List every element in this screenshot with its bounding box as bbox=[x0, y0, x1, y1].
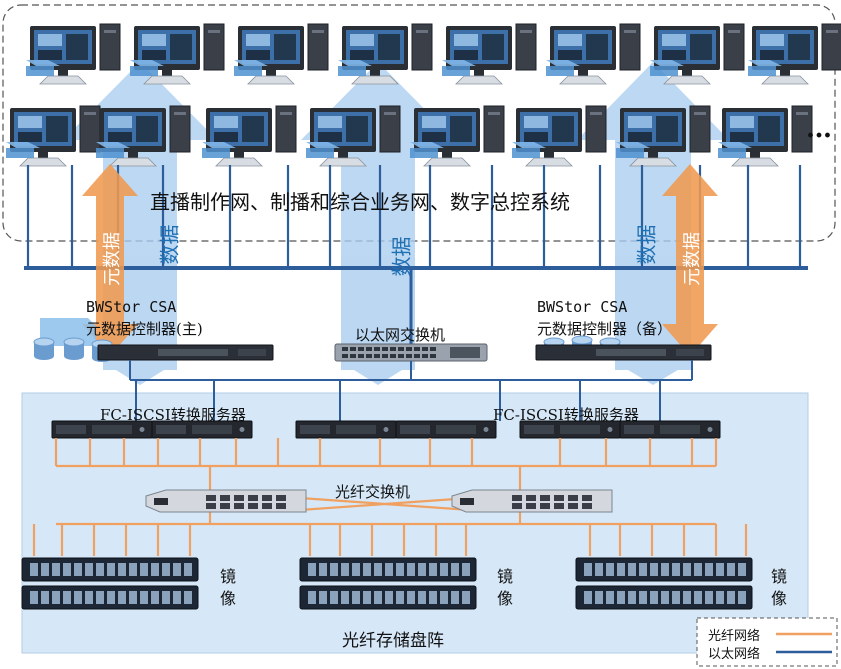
data-arrow-label-1: 数据 bbox=[157, 224, 182, 265]
meta-controller-main-device bbox=[33, 318, 274, 363]
mirror-label-1: 镜像 bbox=[220, 567, 237, 608]
meta-controller-backup-line1: BWStor CSA bbox=[537, 298, 628, 316]
metadata-arrow-right bbox=[662, 164, 718, 356]
data-arrow-down-3 bbox=[620, 365, 686, 385]
fc-server-left-label: FC-ISCSI转换服务器 bbox=[100, 406, 246, 424]
fiber-switch-label: 光纤交换机 bbox=[335, 483, 411, 501]
legend-ethernet-label: 以太网络 bbox=[708, 647, 761, 662]
meta-controller-main-line1: BWStor CSA bbox=[86, 298, 177, 316]
mirror-label-2: 镜像 bbox=[497, 567, 514, 608]
network-title: 直播制作网、制播和综合业务网、数字总控系统 bbox=[150, 190, 570, 214]
meta-controller-main-line2: 元数据控制器(主) bbox=[86, 320, 203, 338]
ethernet-switch-device bbox=[334, 343, 488, 362]
metadata-arrow-label-left: 元数据 bbox=[102, 232, 123, 286]
legend-fiber-label: 光纤网络 bbox=[708, 629, 761, 644]
legend-box bbox=[696, 617, 838, 667]
data-arrow-label-2: 数据 bbox=[389, 236, 414, 277]
ethernet-switch-label: 以太网交换机 bbox=[355, 326, 446, 344]
ellipsis: … bbox=[806, 114, 832, 144]
metadata-arrow-left bbox=[82, 164, 138, 356]
data-arrow-label-3: 数据 bbox=[634, 224, 659, 265]
storage-array-label: 光纤存储盘阵 bbox=[342, 631, 444, 651]
mirror-label-3: 镜像 bbox=[771, 567, 788, 608]
fc-server-right-label: FC-ISCSI转换服务器 bbox=[493, 406, 639, 424]
meta-controller-backup-line2: 元数据控制器（备） bbox=[537, 320, 673, 338]
metadata-arrow-label-right: 元数据 bbox=[682, 232, 703, 286]
data-arrow-down-1 bbox=[108, 365, 172, 385]
client-area-border bbox=[2, 4, 836, 242]
data-arrow-down-2 bbox=[346, 365, 410, 385]
